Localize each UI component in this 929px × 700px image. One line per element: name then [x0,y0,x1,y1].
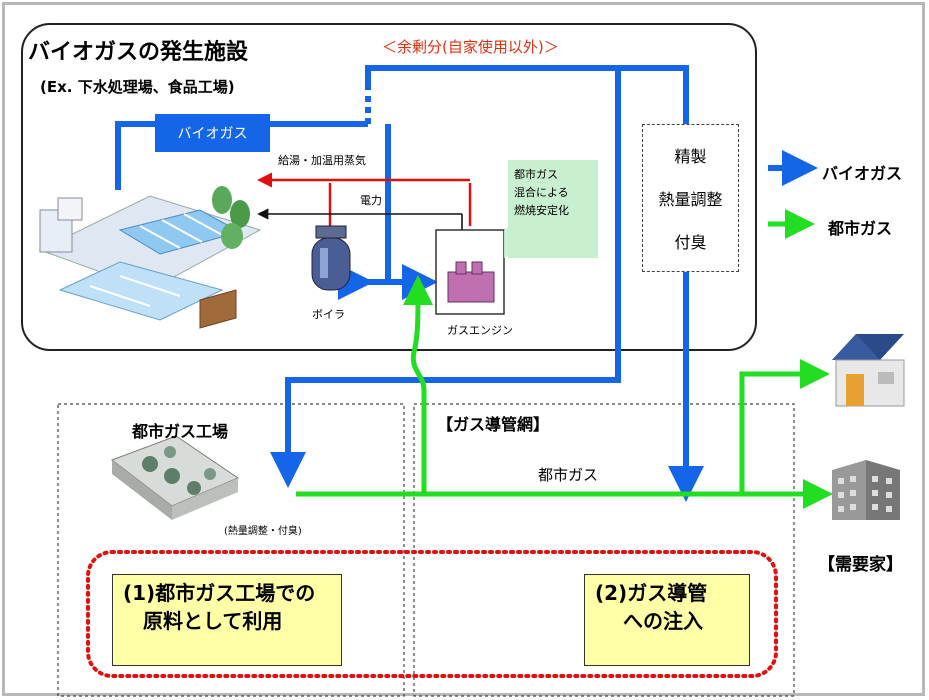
use-case-1-line-1: (1)都市ガス工場での [123,581,316,605]
mix-note-line: 都市ガス [514,168,558,181]
city-gas-mix-note: 都市ガス 混合による 燃焼安定化 [508,160,598,258]
refine-step: 付臭 [674,233,707,253]
city-gas-pipes [296,209,833,509]
mix-note-line: 燃焼安定化 [514,204,569,217]
use-case-1-box: (1)都市ガス工場での 原料として利用 [112,574,342,666]
facility-illustration [38,186,262,329]
city-gas-plant-icon [110,435,240,520]
facility-title: バイオガスの発生施設 [28,40,249,65]
refine-step: 熱量調整 [658,189,723,209]
building-icon [832,460,900,520]
refine-box: 精製 熱量調整 付臭 [642,124,739,272]
plant-sub-label: (熱量調整・付臭) [224,526,302,537]
biogas-pipes [115,65,818,502]
mix-note-line: 混合による [514,186,569,199]
boiler-icon [311,225,351,291]
consumer-label: 【需要家】 [818,555,903,575]
surplus-label: ＜余剰分(自家使用以外)＞ [382,38,559,56]
legend-city-gas: 都市ガス [828,219,893,238]
gas-network-label: 【ガス導管網】 [437,415,550,434]
use-case-2-line-2: への注入 [623,609,703,633]
refine-step: 精製 [674,146,707,166]
city-gas-label: 都市ガス [538,466,599,484]
boiler-label: ボイラ [312,308,345,321]
facility-subtitle: (Ex. 下水処理場、食品工場) [40,78,235,96]
power-line [257,208,463,230]
city-gas-plant-label: 都市ガス工場 [132,422,229,441]
use-case-1-line-2: 原料として利用 [143,609,283,633]
house-icon [832,334,905,407]
use-case-2-box: (2)ガス導管 への注入 [584,574,750,666]
usage-region [86,550,778,678]
steam-label: 給湯・加温用蒸気 [278,154,366,167]
legend-biogas: バイオガス [822,164,903,183]
gas-engine-label: ガスエンジン [447,324,513,337]
steam-pipes [257,172,472,230]
biogas-box: バイオガス [155,114,270,152]
use-case-2-line-1: (2)ガス導管 [595,581,708,605]
city-gas-plant-region [57,403,405,697]
power-label: 電力 [360,194,382,207]
